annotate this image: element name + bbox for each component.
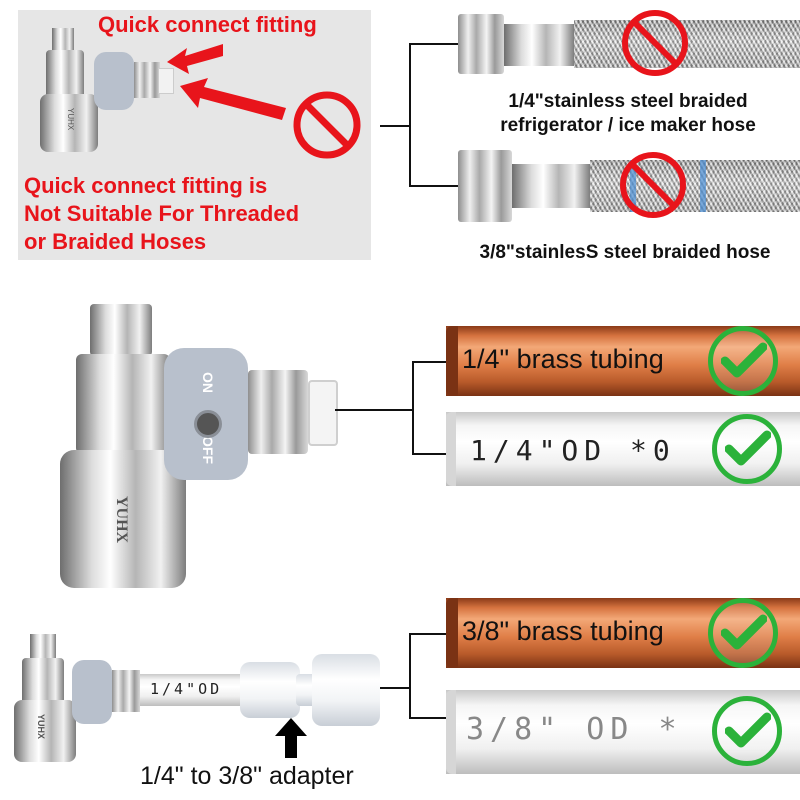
hose-threeeighths-label: 3/8"stainlesS steel braided hose bbox=[479, 242, 771, 263]
valve-on-mark: ON bbox=[200, 372, 216, 393]
warning-line: or Braided Hoses bbox=[24, 229, 207, 254]
valve-brand-small: YUHX bbox=[66, 108, 75, 131]
pipe-end bbox=[446, 326, 458, 396]
warning-text: Quick connect fitting is Not Suitable Fo… bbox=[24, 172, 299, 256]
large-valve-image: YUHX ON OFF bbox=[60, 300, 360, 590]
prohibited-sign-icon bbox=[622, 10, 688, 76]
brass-tubing-quarter-label: 1/4" brass tubing bbox=[462, 344, 664, 374]
valve-brand: YUHX bbox=[113, 496, 130, 544]
valve-brand-small: YUHX bbox=[36, 714, 46, 740]
small-valve-image: YUHX bbox=[38, 28, 174, 158]
red-arrow-icon bbox=[180, 78, 286, 120]
prohibited-sign-icon bbox=[620, 152, 686, 218]
valve-off-mark: OFF bbox=[200, 436, 216, 464]
hose-quarter-line: refrigerator / ice maker hose bbox=[500, 115, 756, 136]
brass-tubing-threeeighths-label: 3/8" brass tubing bbox=[462, 616, 664, 646]
warning-line: Not Suitable For Threaded bbox=[24, 201, 300, 226]
pipe-end bbox=[446, 598, 458, 668]
prohibited-sign-icon bbox=[293, 91, 361, 159]
adapter-label: 1/4" to 3/8" adapter bbox=[140, 762, 354, 790]
warning-line: Quick connect fitting is bbox=[24, 173, 268, 198]
pe-tube-print-threeeighths: 3/8" OD * bbox=[466, 712, 683, 747]
connector-bracket-middle bbox=[335, 361, 453, 455]
valve-with-adapter-image: YUHX 1/4"OD bbox=[10, 630, 390, 762]
check-circle-icon bbox=[708, 326, 778, 396]
valve-screw-icon bbox=[194, 410, 222, 438]
small-tube-print: 1/4"OD bbox=[150, 680, 223, 698]
check-circle-icon bbox=[712, 696, 782, 766]
hose-quarter-line: 1/4"stainless steel braided bbox=[508, 91, 748, 112]
pipe-end bbox=[446, 412, 456, 486]
red-arrow-icon bbox=[167, 44, 223, 74]
check-circle-icon bbox=[712, 414, 782, 484]
hose-quarter-label: 1/4"stainless steel braided refrigerator… bbox=[468, 90, 788, 138]
connector-bracket-bottom bbox=[380, 633, 458, 719]
black-up-arrow-icon bbox=[275, 718, 307, 758]
check-circle-icon bbox=[708, 598, 778, 668]
pipe-end bbox=[446, 690, 456, 774]
connector-bracket-top bbox=[380, 43, 458, 187]
quick-connect-title: Quick connect fitting bbox=[98, 12, 317, 37]
pe-tube-print-quarter: 1/4"OD *0 bbox=[470, 434, 676, 467]
